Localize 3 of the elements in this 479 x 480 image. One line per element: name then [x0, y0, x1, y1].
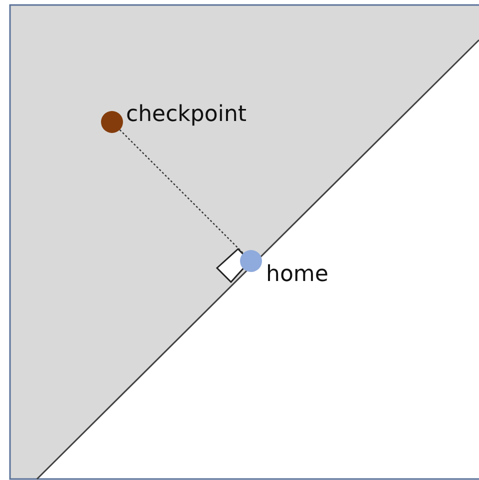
- dotted-line: [119, 129, 244, 254]
- point-label: checkpoint: [126, 104, 247, 126]
- point-label: home: [266, 264, 328, 286]
